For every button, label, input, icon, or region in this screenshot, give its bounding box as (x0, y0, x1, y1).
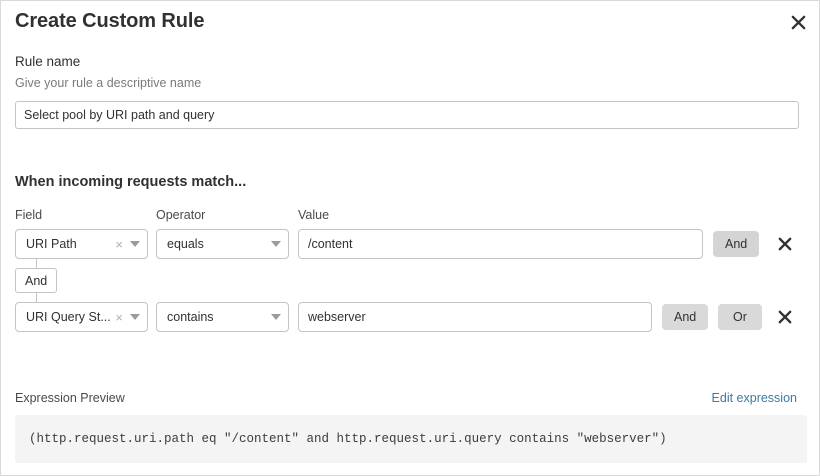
clear-icon[interactable]: × (115, 236, 123, 252)
chevron-down-icon[interactable] (271, 241, 281, 247)
operator-select-row-1[interactable]: equals (156, 229, 289, 259)
clear-icon[interactable]: × (115, 309, 123, 325)
value-input-row-1[interactable] (298, 229, 703, 259)
or-button-row-2[interactable]: Or (718, 304, 762, 330)
operator-select-row-2-value: contains (167, 310, 214, 324)
operator-select-row-2[interactable]: contains (156, 302, 289, 332)
connector-and-label: And (25, 273, 48, 288)
chevron-down-icon[interactable] (130, 241, 140, 247)
expression-preview-box: (http.request.uri.path eq "/content" and… (15, 415, 807, 463)
field-select-row-2-value: URI Query St... (26, 310, 111, 324)
connector-line-top (36, 259, 37, 269)
rule-name-input[interactable] (15, 101, 799, 129)
and-button-row-2[interactable]: And (662, 304, 709, 330)
rule-name-label: Rule name (15, 54, 81, 69)
column-label-field: Field (15, 208, 43, 222)
close-icon[interactable] (785, 9, 811, 35)
delete-row-2-button[interactable] (774, 306, 796, 328)
value-input-row-2[interactable] (298, 302, 652, 332)
chevron-down-icon[interactable] (130, 314, 140, 320)
rule-name-help: Give your rule a descriptive name (15, 76, 202, 90)
chevron-down-icon[interactable] (271, 314, 281, 320)
expression-preview-label: Expression Preview (15, 391, 125, 405)
operator-select-row-1-value: equals (167, 237, 204, 251)
connector-line-bottom (36, 292, 37, 303)
field-select-row-1[interactable]: URI Path × (15, 229, 148, 259)
connector-and-badge[interactable]: And (15, 268, 58, 293)
match-section-heading: When incoming requests match... (15, 174, 247, 190)
dialog-title: Create Custom Rule (15, 10, 205, 32)
column-label-value: Value (298, 208, 330, 222)
field-select-row-2[interactable]: URI Query St... × (15, 302, 148, 332)
and-button-row-1[interactable]: And (713, 231, 760, 257)
expression-preview-text: (http.request.uri.path eq "/content" and… (29, 432, 667, 446)
field-select-row-1-value: URI Path (26, 237, 77, 251)
column-label-operator: Operator (156, 208, 206, 222)
edit-expression-link[interactable]: Edit expression (711, 391, 797, 405)
delete-row-1-button[interactable] (774, 233, 796, 255)
